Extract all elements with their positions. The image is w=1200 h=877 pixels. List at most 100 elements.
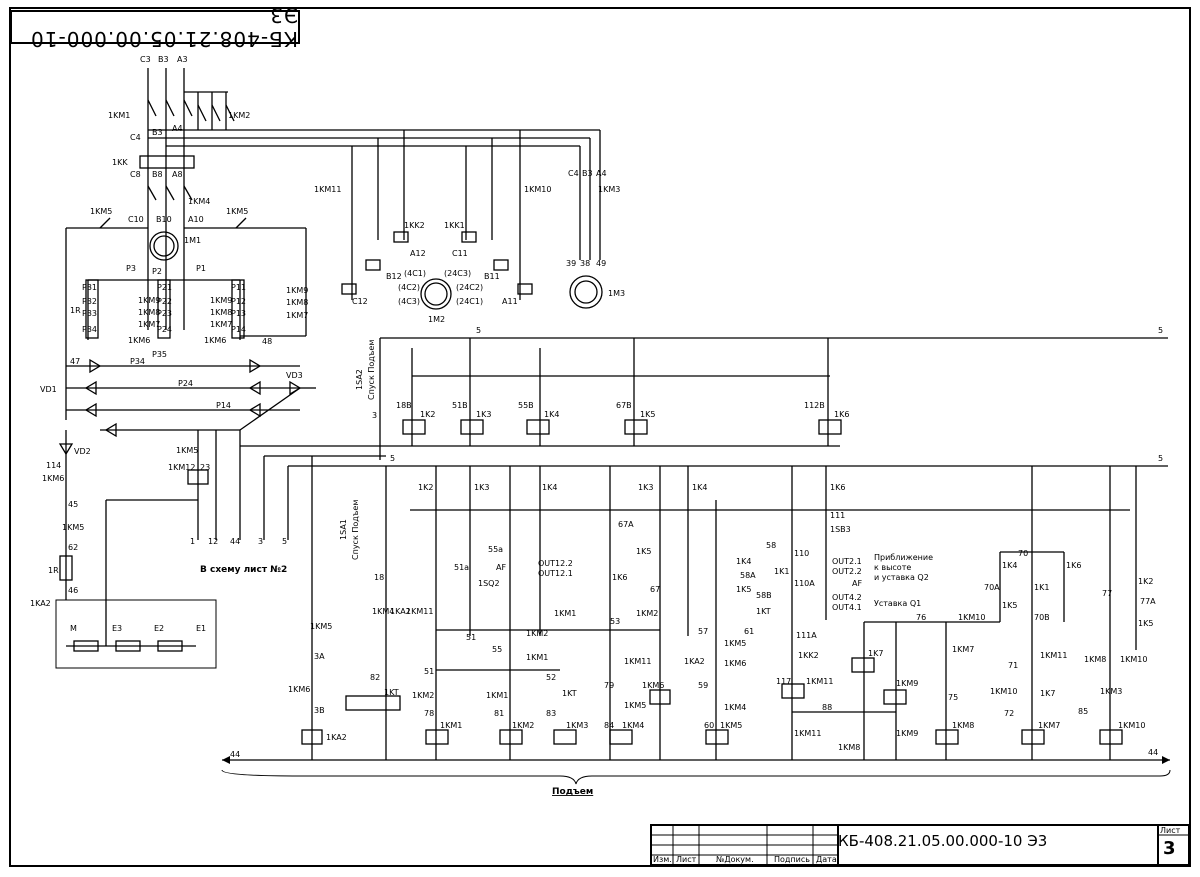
phase-c3: C3 [140, 55, 151, 64]
wire-3: 3 [258, 537, 263, 546]
svg-text:111: 111 [830, 511, 845, 520]
approx-line-2: к высоте [874, 563, 911, 572]
svg-text:(4C3): (4C3) [398, 297, 420, 306]
svg-text:1KK: 1KK [112, 158, 128, 167]
svg-text:1K3: 1K3 [638, 483, 653, 492]
out-12-2: OUT12.2 [538, 559, 573, 568]
wire-1: 1 [190, 537, 195, 546]
coil-1k4: 1K4 [544, 410, 559, 419]
svg-text:1K1: 1K1 [1034, 583, 1049, 592]
ref-sheet-2: В схему лист №2 [200, 565, 287, 575]
svg-text:P2: P2 [152, 267, 162, 276]
tb-header-izm: Изм. [653, 855, 672, 864]
svg-text:1KM8: 1KM8 [210, 308, 232, 317]
coil-1km7: 1KM7 [1038, 721, 1060, 730]
svg-text:1KM4: 1KM4 [188, 197, 210, 206]
svg-text:1KM6: 1KM6 [42, 474, 64, 483]
svg-text:38: 38 [580, 259, 590, 268]
bus-5-right: 5 [1158, 454, 1163, 463]
svg-text:1KM5: 1KM5 [176, 446, 198, 455]
svg-text:1KM9: 1KM9 [138, 296, 160, 305]
approx-line-1: Приближение [874, 553, 933, 562]
svg-text:1KM9: 1KM9 [896, 729, 918, 738]
svg-text:1KM5: 1KM5 [90, 207, 112, 216]
svg-text:1KM9: 1KM9 [210, 296, 232, 305]
coil-1km1: 1KM1 [440, 721, 462, 730]
svg-text:51a: 51a [454, 563, 469, 572]
svg-text:3A: 3A [314, 652, 325, 661]
svg-text:C4: C4 [130, 133, 141, 142]
svg-text:117: 117 [776, 677, 791, 686]
svg-text:(24C3): (24C3) [444, 269, 471, 278]
svg-text:110: 110 [794, 549, 809, 558]
wire-55b: 55B [518, 401, 534, 410]
svg-text:77: 77 [1102, 589, 1112, 598]
vd2-label: VD2 [74, 447, 91, 456]
svg-text:1KM7: 1KM7 [138, 320, 160, 329]
svg-text:1KM7: 1KM7 [210, 320, 232, 329]
svg-text:P13: P13 [231, 309, 246, 318]
svg-text:1KM11: 1KM11 [314, 185, 341, 194]
svg-text:5: 5 [1158, 326, 1163, 335]
svg-text:58: 58 [766, 541, 776, 550]
svg-text:1KM6: 1KM6 [204, 336, 226, 345]
svg-text:A10: A10 [188, 215, 204, 224]
svg-text:1K7: 1K7 [1040, 689, 1055, 698]
coil-1k5: 1K5 [640, 410, 655, 419]
svg-text:1K2: 1K2 [418, 483, 433, 492]
svg-text:1K4: 1K4 [736, 557, 751, 566]
phase-b3: B3 [158, 55, 169, 64]
svg-text:1KM3: 1KM3 [1100, 687, 1122, 696]
resistor-1r-label: 1R [70, 306, 81, 315]
svg-text:45: 45 [68, 500, 78, 509]
svg-text:B10: B10 [156, 215, 172, 224]
out-12-1: OUT12.1 [538, 569, 573, 578]
svg-text:1KM8: 1KM8 [1084, 655, 1106, 664]
sheet-frame [9, 7, 1191, 867]
svg-text:C11: C11 [452, 249, 468, 258]
wire-51b: 51B [452, 401, 468, 410]
tb-header-list: Лист [676, 855, 697, 864]
svg-text:53: 53 [610, 617, 620, 626]
svg-text:84: 84 [604, 721, 614, 730]
svg-text:1SQ2: 1SQ2 [478, 579, 500, 588]
lift-label: Подъем [552, 787, 593, 797]
svg-text:55: 55 [492, 645, 502, 654]
coil-1km10: 1KM10 [1118, 721, 1145, 730]
svg-text:1KM8: 1KM8 [286, 298, 308, 307]
tb-header-signature: Подпись [774, 855, 810, 864]
svg-text:1KM7: 1KM7 [952, 645, 974, 654]
svg-text:C10: C10 [128, 215, 144, 224]
svg-text:1KM6: 1KM6 [288, 685, 310, 694]
svg-text:114: 114 [46, 461, 61, 470]
svg-text:67A: 67A [618, 520, 634, 529]
power-circuit: C3 B3 A3 1KM1 1KM2 C4 B3 A4 1KK C8 B8 A8 [30, 55, 601, 669]
af-label-1: AF [496, 563, 506, 572]
svg-text:77A: 77A [1140, 597, 1156, 606]
svg-text:83: 83 [546, 709, 556, 718]
svg-text:1K4: 1K4 [542, 483, 557, 492]
coil-1km2: 1KM2 [512, 721, 534, 730]
bus-44-right: 44 [1148, 748, 1158, 757]
sa1-label: 1SA1 [339, 519, 348, 540]
svg-text:(24C1): (24C1) [456, 297, 483, 306]
svg-text:1KM1: 1KM1 [526, 653, 548, 662]
vd1-label: VD1 [40, 385, 57, 394]
coil-1km3: 1KM3 [566, 721, 588, 730]
svg-text:A12: A12 [410, 249, 426, 258]
svg-text:70B: 70B [1034, 613, 1050, 622]
coil-1km4: 1KM4 [622, 721, 644, 730]
svg-text:49: 49 [596, 259, 606, 268]
svg-text:C8: C8 [130, 170, 141, 179]
setpoint-q1: Уставка Q1 [874, 599, 921, 608]
svg-text:1K4: 1K4 [692, 483, 707, 492]
bus-5-left: 5 [390, 454, 395, 463]
coil-1k3: 1K3 [476, 410, 491, 419]
svg-text:1KM5: 1KM5 [724, 639, 746, 648]
svg-text:C4: C4 [568, 169, 579, 178]
svg-text:70: 70 [1018, 549, 1028, 558]
svg-text:1KM10: 1KM10 [524, 185, 551, 194]
tb-header-docnum: №Докум. [716, 855, 754, 864]
